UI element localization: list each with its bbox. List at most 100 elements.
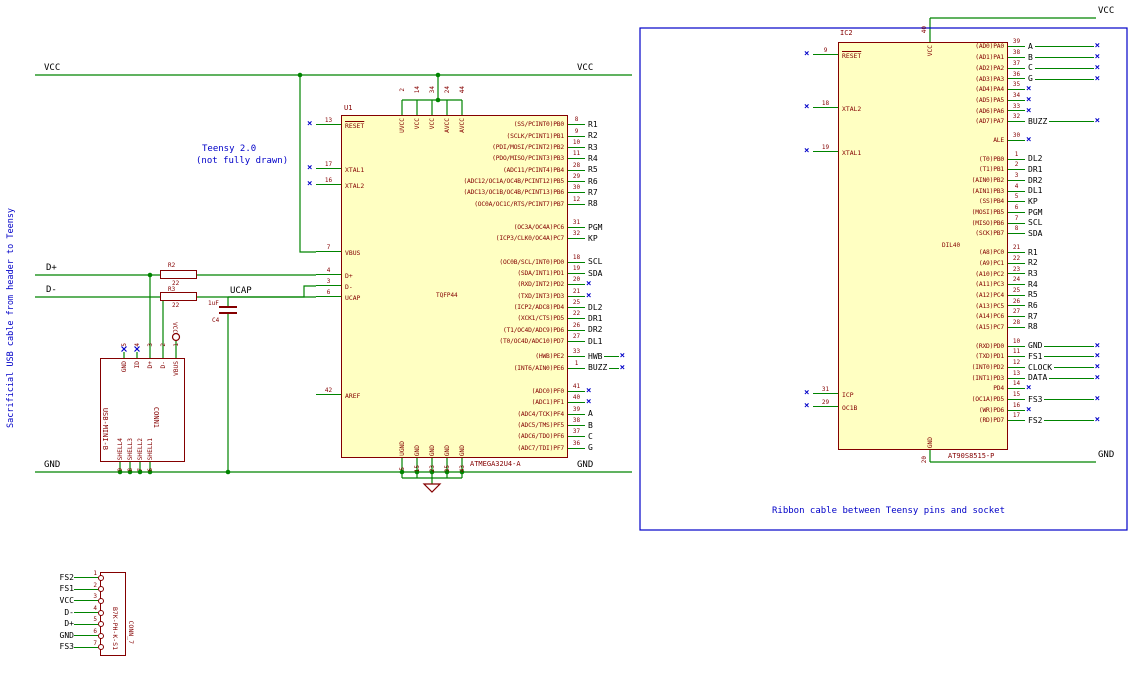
pin-row: (PDO/MISO/PCINT3)PB3 11 R4 <box>420 150 625 164</box>
net-label[interactable]: R5 <box>588 165 598 175</box>
net-label[interactable]: DATA <box>1028 373 1048 383</box>
net-label[interactable]: A <box>1028 41 1033 51</box>
net-label[interactable]: A <box>588 409 593 419</box>
resistor-r2-body[interactable] <box>160 270 197 279</box>
net-label[interactable]: HWB <box>588 351 603 361</box>
u1-body[interactable] <box>341 115 568 458</box>
net-label[interactable]: R2 <box>588 131 598 141</box>
net-label[interactable]: DR1 <box>588 313 603 323</box>
net-label-gnd[interactable]: GND <box>1098 450 1115 460</box>
pin-stub: 38 <box>568 417 585 431</box>
net-label[interactable]: R2 <box>1028 258 1038 268</box>
net-label[interactable]: R7 <box>588 187 598 197</box>
net-label[interactable]: FS3 <box>59 642 74 652</box>
net-label[interactable]: DL1 <box>588 336 603 346</box>
net-label[interactable]: DL1 <box>1028 186 1043 196</box>
net-label[interactable]: KP <box>1028 196 1038 206</box>
pin-name: UGND <box>398 441 406 456</box>
wire <box>1034 78 1094 80</box>
pin-number: 3 <box>326 277 331 285</box>
net-label[interactable]: R7 <box>1028 311 1038 321</box>
pin-name: (ICP2/ADC8)PD4 <box>513 304 564 312</box>
pin-name: ID <box>133 361 141 369</box>
pin-number: 39 <box>1012 38 1021 46</box>
net-label[interactable]: R3 <box>588 142 598 152</box>
net-label[interactable]: R4 <box>588 153 598 163</box>
net-label[interactable]: SCL <box>588 257 603 267</box>
net-label[interactable]: SDA <box>588 268 603 278</box>
pin-row: 6 UCAP <box>316 289 360 303</box>
usb-connector-body[interactable] <box>100 358 185 462</box>
net-label[interactable]: GND <box>59 630 74 640</box>
net-label[interactable]: R6 <box>588 176 598 186</box>
net-label[interactable]: DL2 <box>1028 154 1043 164</box>
pin-number: 6 <box>1014 204 1019 212</box>
pin-row: (ADC13/OC1B/OC4B/PCINT13)PB6 30 R7 <box>420 184 625 198</box>
net-label[interactable]: C <box>1028 63 1033 73</box>
net-label[interactable]: VCC <box>59 595 74 605</box>
net-label[interactable]: SCL <box>1028 218 1043 228</box>
net-label[interactable]: FS1 <box>59 584 74 594</box>
net-label[interactable]: D+ <box>64 619 74 629</box>
net-label[interactable]: R5 <box>1028 290 1038 300</box>
net-label[interactable]: DR1 <box>1028 164 1043 174</box>
net-label[interactable]: R4 <box>1028 279 1038 289</box>
net-label[interactable]: BUZZ <box>1028 116 1048 126</box>
u1-ref: U1 <box>344 104 353 112</box>
pin-number: 11 <box>1012 348 1021 356</box>
pin-circle <box>98 621 104 628</box>
pin-number: 4 <box>133 343 141 347</box>
net-label[interactable]: GND <box>1028 341 1043 351</box>
net-label[interactable]: R3 <box>1028 269 1038 278</box>
net-label[interactable]: DL2 <box>588 302 603 312</box>
pin-number: 28 <box>1012 318 1021 326</box>
net-label[interactable]: FS2 <box>59 572 74 582</box>
net-label[interactable]: R6 <box>1028 301 1038 311</box>
net-label[interactable]: FS3 <box>1028 394 1043 404</box>
pin-name: (HWB)PE2 <box>535 353 564 361</box>
pin-row: (RXD)PD0 10 GND × <box>888 338 1100 352</box>
ic2-top-pin-number: 40 <box>920 26 928 34</box>
pin-number: 8 <box>126 468 134 472</box>
net-label[interactable]: R8 <box>588 199 598 209</box>
net-label-gnd[interactable]: GND <box>577 460 594 470</box>
net-label[interactable]: B <box>1028 52 1033 62</box>
net-label[interactable]: KP <box>588 233 598 243</box>
net-label[interactable]: C <box>588 431 593 441</box>
junction-dots <box>117 72 465 475</box>
net-label[interactable]: SDA <box>1028 228 1043 238</box>
net-label-vcc[interactable]: VCC <box>1098 6 1115 16</box>
net-label[interactable]: FS2 <box>1028 415 1043 425</box>
pin-number: 4 <box>93 604 97 612</box>
pin-stub: 11 <box>568 150 585 164</box>
net-label[interactable]: B <box>588 420 593 430</box>
net-label[interactable]: CLOCK <box>1028 362 1053 372</box>
net-label-dplus[interactable]: D+ <box>46 263 57 273</box>
net-label-vcc[interactable]: VCC <box>577 63 594 73</box>
pin-stub: 40 <box>568 394 585 408</box>
net-label-dminus[interactable]: D- <box>46 285 57 295</box>
net-label[interactable]: R1 <box>588 119 598 129</box>
net-label[interactable]: G <box>588 443 593 453</box>
net-label[interactable]: D- <box>64 607 74 617</box>
net-label[interactable]: FS1 <box>1028 351 1043 361</box>
net-label[interactable]: G <box>1028 74 1033 83</box>
pin-name: (MISO)PB6 <box>971 219 1005 227</box>
net-label[interactable]: PGM <box>588 222 603 232</box>
pin-stub <box>316 184 341 186</box>
net-label-ucap[interactable]: UCAP <box>230 286 252 296</box>
net-label-vcc[interactable]: VCC <box>44 63 61 73</box>
resistor-r3-body[interactable] <box>160 292 197 301</box>
net-label[interactable]: DR2 <box>588 325 603 335</box>
net-label[interactable]: R1 <box>1028 247 1038 257</box>
ic2-body[interactable] <box>838 42 1008 450</box>
net-label[interactable]: PGM <box>1028 207 1043 217</box>
pin-stub: 18 <box>568 254 585 268</box>
pin-name: (TXD/INT3)PD3 <box>517 292 564 300</box>
net-label[interactable]: R8 <box>1028 322 1038 332</box>
net-label[interactable]: DR2 <box>1028 175 1043 185</box>
conn7-body[interactable] <box>100 572 126 656</box>
net-label-gnd[interactable]: GND <box>44 460 61 470</box>
net-label[interactable]: BUZZ <box>588 363 608 373</box>
